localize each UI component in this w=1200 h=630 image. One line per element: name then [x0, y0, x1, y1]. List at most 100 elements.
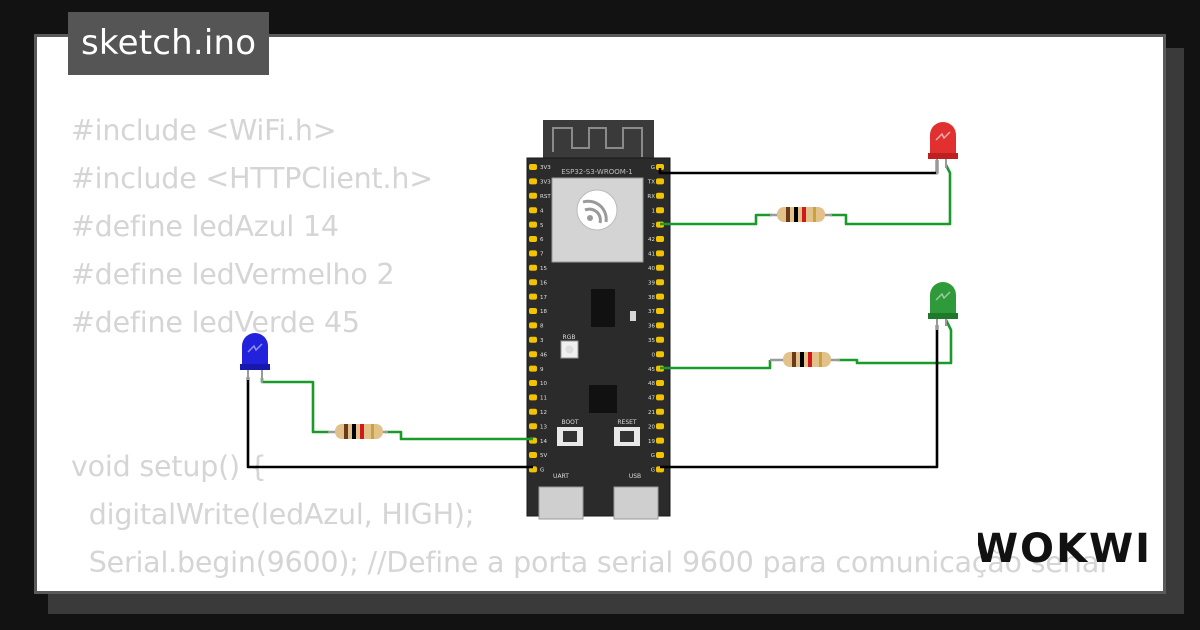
pin-left-46[interactable]	[529, 351, 537, 358]
resistor-green-led[interactable]	[770, 352, 840, 367]
pin-label: G	[651, 165, 655, 171]
pin-right-0[interactable]	[656, 351, 664, 358]
wire-resistor-pin14[interactable]	[385, 430, 533, 441]
pin-label: 48	[648, 381, 655, 387]
usb-bridge-chip	[591, 289, 615, 327]
pin-label: 19	[648, 439, 655, 445]
pin-left-5[interactable]	[529, 221, 537, 228]
pin-left-18[interactable]	[529, 308, 537, 314]
led-green[interactable]	[928, 282, 958, 330]
pin-left-9[interactable]	[529, 365, 537, 372]
pin-label: G	[651, 453, 655, 459]
module-label: ESP32-S3-WROOM-1	[561, 168, 632, 176]
pin-left-11[interactable]	[529, 394, 537, 401]
pin-right-41[interactable]	[656, 250, 664, 257]
pin-label: RX	[647, 194, 655, 200]
pin-left-10[interactable]	[529, 380, 537, 386]
pin-left-7[interactable]	[529, 250, 537, 257]
pin-label: 42	[648, 237, 655, 243]
pin-right-21[interactable]	[656, 408, 664, 415]
pin-label: 14	[540, 439, 547, 445]
pin-label: 38	[648, 295, 655, 301]
code-line: Serial.begin(9600); //Define a porta ser…	[71, 546, 1107, 579]
pin-left-3v3[interactable]	[529, 178, 537, 185]
pin-left-3[interactable]	[529, 336, 537, 343]
wire-blue-led-ground[interactable]	[246, 377, 533, 469]
led-red[interactable]	[928, 122, 958, 174]
uart-port[interactable]	[538, 486, 584, 520]
regulator-chip	[589, 385, 617, 413]
pin-right-g[interactable]	[656, 164, 664, 170]
smd-component	[630, 311, 636, 321]
pin-right-35[interactable]	[656, 336, 664, 343]
pin-left-6[interactable]	[529, 236, 537, 242]
pin-right-40[interactable]	[656, 264, 664, 271]
pin-label: 0	[652, 352, 656, 358]
pin-right-48[interactable]	[656, 380, 664, 386]
pin-label: 47	[648, 396, 655, 402]
pin-label: 4	[540, 208, 544, 214]
pin-label: 12	[540, 410, 547, 416]
pin-label: TX	[647, 180, 655, 186]
pin-left-15[interactable]	[529, 264, 537, 271]
pin-label: 16	[540, 280, 547, 286]
pin-right-g[interactable]	[656, 452, 664, 458]
esp32-board[interactable]: ESP32-S3-WROOM-1 RGB BOOT RESET UART USB…	[526, 120, 671, 520]
pin-label: 21	[648, 410, 655, 416]
pin-left-17[interactable]	[529, 293, 537, 300]
pin-label: 5V	[540, 453, 547, 459]
boot-label: BOOT	[561, 419, 578, 426]
code-line: #include <WiFi.h>	[71, 114, 337, 147]
pin-left-3v3[interactable]	[529, 164, 537, 170]
pin-label: 15	[540, 266, 547, 272]
pin-right-37[interactable]	[656, 308, 664, 314]
pin-left-rst[interactable]	[529, 192, 537, 199]
pin-left-4[interactable]	[529, 207, 537, 214]
led-blue[interactable]	[240, 333, 270, 383]
file-title-tab[interactable]: sketch.ino	[68, 12, 270, 75]
pin-left-12[interactable]	[529, 408, 537, 415]
resistor-blue-led[interactable]	[328, 424, 388, 439]
pin-right-38[interactable]	[656, 293, 664, 300]
pin-right-tx[interactable]	[656, 178, 664, 185]
pin-label: 9	[540, 367, 544, 373]
pin-label: 3V3	[540, 180, 551, 186]
pin-label: 13	[540, 424, 547, 430]
pin-right-19[interactable]	[656, 437, 664, 444]
pin-left-8[interactable]	[529, 322, 537, 329]
wire-red-led-ground[interactable]	[658, 160, 939, 175]
pin-label: 37	[648, 309, 655, 315]
pin-right-47[interactable]	[656, 394, 664, 401]
wire-blue-led-resistor[interactable]	[260, 378, 329, 434]
pin-label: 3	[540, 338, 544, 344]
espressif-logo-icon	[576, 189, 618, 231]
resistor-red-led[interactable]	[770, 207, 832, 222]
pin-label: RST	[540, 194, 551, 200]
pin-right-42[interactable]	[656, 236, 664, 242]
pin-right-20[interactable]	[656, 423, 664, 430]
wire-green-led-ground[interactable]	[660, 325, 939, 469]
pin-label: 3V3	[540, 165, 551, 171]
antenna-trace	[552, 127, 643, 157]
code-line: #define ledAzul 14	[71, 210, 339, 243]
wire-pin45-resistor[interactable]	[660, 360, 772, 370]
pin-right-1[interactable]	[656, 207, 664, 214]
wire-pin2-resistor[interactable]	[660, 213, 772, 226]
pin-right-39[interactable]	[656, 279, 664, 286]
rgb-label: RGB	[563, 334, 576, 341]
pin-label: 40	[648, 266, 655, 272]
usb-port[interactable]	[613, 486, 659, 520]
pin-right-rx[interactable]	[656, 192, 664, 199]
pin-label: G	[540, 468, 544, 474]
wire-resistor-green-led[interactable]	[838, 319, 953, 365]
pin-label: 5	[540, 223, 544, 229]
pin-left-5v[interactable]	[529, 452, 537, 458]
wire-resistor-red-led[interactable]	[830, 164, 952, 226]
pin-label: 20	[648, 424, 655, 430]
pin-label: 7	[540, 252, 544, 258]
antenna-area	[543, 120, 654, 162]
pin-right-36[interactable]	[656, 322, 664, 329]
pin-left-13[interactable]	[529, 423, 537, 430]
pin-left-16[interactable]	[529, 279, 537, 286]
